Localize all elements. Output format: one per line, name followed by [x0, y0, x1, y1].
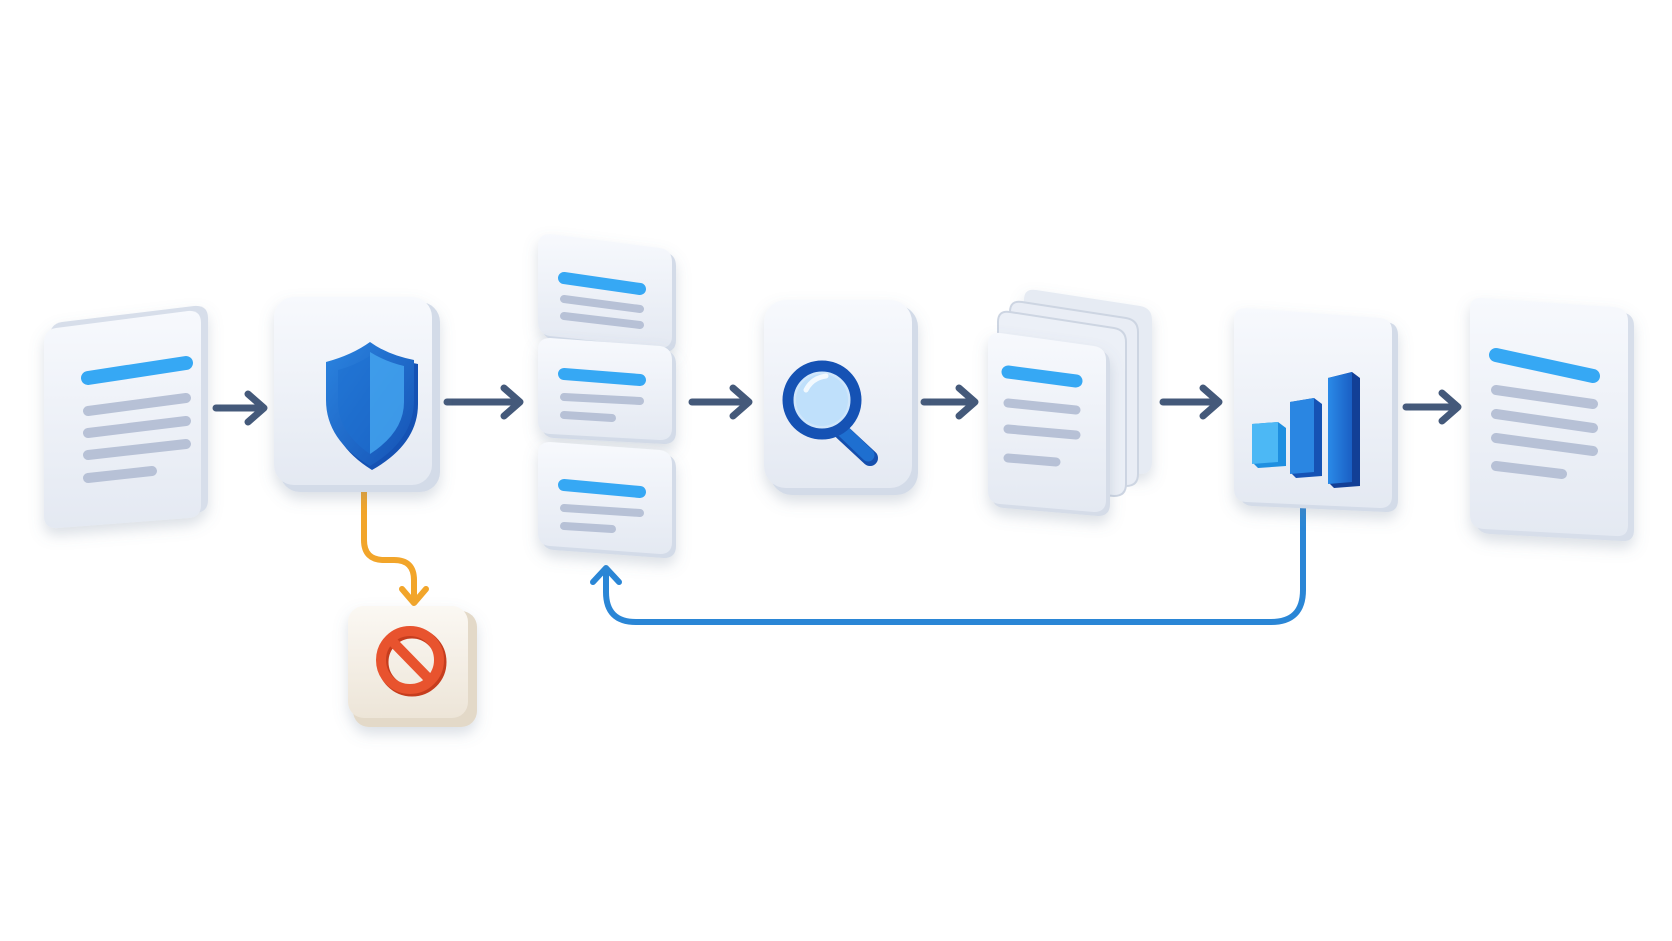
bar-medium — [1290, 398, 1322, 478]
magnifier-icon — [782, 360, 878, 466]
document-icon — [1489, 348, 1600, 479]
document-icon — [81, 356, 193, 483]
chunk-card-2-lines — [558, 368, 646, 422]
retrieved-documents-node — [988, 289, 1152, 516]
feedback-arrow — [590, 499, 1306, 625]
chunk-stack-node — [538, 234, 676, 558]
bar-tall — [1328, 372, 1360, 488]
arrow-4 — [920, 384, 979, 420]
arrow-1 — [212, 390, 268, 426]
prohibited-icon — [376, 626, 447, 697]
arrow-5 — [1159, 384, 1223, 420]
shield-icon — [326, 342, 418, 470]
arrow-6 — [1402, 389, 1462, 425]
chunk-card-1 — [538, 234, 676, 352]
stack-front-lines — [1001, 365, 1083, 467]
chunk-card-1-lines — [558, 272, 646, 329]
flow-arrows — [212, 384, 1462, 426]
chunk-card-3 — [538, 442, 676, 558]
chunk-card-3-lines — [558, 479, 646, 533]
chunk-card-2 — [538, 338, 676, 444]
arrow-3 — [688, 384, 753, 420]
bar-chart-icon — [1252, 372, 1360, 488]
arrow-2 — [443, 384, 524, 420]
stack-sheet-front — [988, 332, 1110, 516]
bar-small — [1252, 422, 1286, 468]
reject-arrow — [361, 489, 429, 606]
